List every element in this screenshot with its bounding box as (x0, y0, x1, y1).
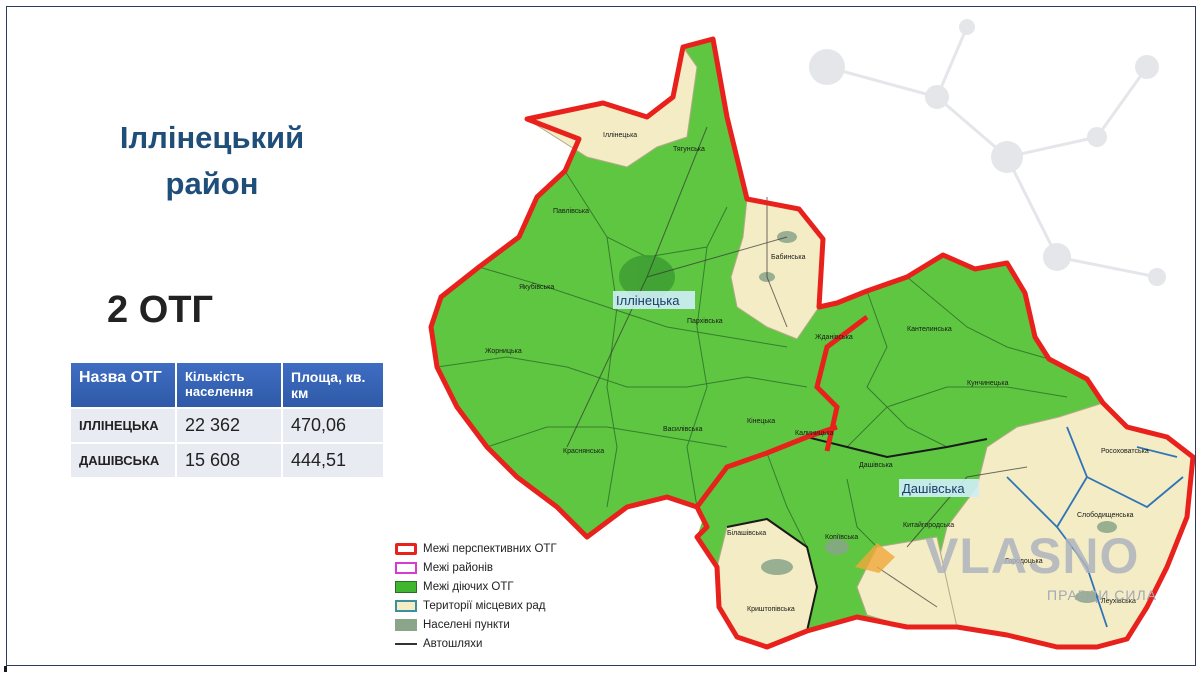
legend-swatch-green-fill (395, 580, 417, 593)
legend-label: Автошляхи (423, 637, 483, 650)
map-label-otg-dashivska: Дашівська (902, 481, 965, 496)
map-label-council: Калиницька (795, 430, 834, 437)
watermark-logo: VLASNO (925, 528, 1140, 584)
map-label-council: Краснянська (563, 448, 604, 455)
otg-table: Назва ОТГ Кількість населення Площа, кв.… (69, 361, 385, 479)
map-label-council: Дашівська (859, 461, 893, 469)
table-cell-name: ДАШІВСЬКА (71, 444, 175, 477)
map-label-council: Росоховатська (1101, 448, 1149, 455)
map-perspective-otg-border (428, 36, 1195, 650)
table-cell-name: ІЛЛІНЕЦЬКА (71, 409, 175, 442)
map-label-council: Криштопівська (747, 605, 795, 613)
table-header-name: Назва ОТГ (71, 363, 175, 407)
legend-item: Межі діючих ОТГ (395, 577, 557, 596)
slide: Іллінецька Тягунська Павлівська Якубівсь… (6, 6, 1196, 666)
map-label-council: Пархівська (687, 317, 723, 325)
map-label-council: Кантелинська (907, 326, 952, 333)
legend-swatch-red-border (395, 542, 417, 555)
legend-item: Межі перспективних ОТГ (395, 539, 557, 558)
table-row: ІЛЛІНЕЦЬКА 22 362 470,06 (71, 409, 383, 442)
map-label-council: Тягунська (673, 146, 705, 153)
legend-label: Населені пункти (423, 618, 510, 631)
otg-count-heading: 2 ОТГ (107, 289, 214, 331)
map-label-council: Слободищенська (1077, 511, 1134, 519)
watermark-tagline: ПРАВДИ СИЛА (1047, 587, 1157, 603)
map-label-council: Кунчинецька (967, 380, 1009, 387)
legend-label: Межі перспективних ОТГ (423, 542, 557, 555)
page-title-line2: район (165, 166, 259, 201)
map-label-council: Якубівська (519, 283, 554, 291)
slide-edge-mark (4, 666, 7, 672)
table-cell-population: 15 608 (177, 444, 281, 477)
legend-item: Населені пункти (395, 615, 557, 634)
map-label-council: Павлівська (553, 207, 589, 215)
table-cell-population: 22 362 (177, 409, 281, 442)
table-cell-area: 470,06 (283, 409, 383, 442)
table-cell-area: 444,51 (283, 444, 383, 477)
district-map: Іллінецька Тягунська Павлівська Якубівсь… (428, 36, 1195, 650)
map-label-council: Копіївська (825, 533, 858, 541)
map-label-council: Китайгородська (903, 521, 954, 529)
table-header-population: Кількість населення (177, 363, 281, 407)
legend-label: Межі діючих ОТГ (423, 580, 514, 593)
map-label-otg-ilinetska: Іллінецька (616, 293, 680, 308)
map-label-council: Жорницька (485, 348, 522, 355)
table-header-area: Площа, кв. км (283, 363, 383, 407)
table-row: ДАШІВСЬКА 15 608 444,51 (71, 444, 383, 477)
map-label-council: Городоцька (1005, 558, 1043, 565)
map-council-south-border (726, 517, 819, 632)
background-network-graphic (809, 19, 1166, 286)
legend-label: Території місцевих рад (423, 599, 546, 612)
legend-item: Автошляхи (395, 634, 557, 653)
page-title: Іллінецький район (97, 115, 327, 207)
legend-swatch-magenta-border (395, 561, 417, 574)
legend-swatch-teal-border (395, 599, 417, 612)
map-label-council: Василівська (663, 425, 703, 433)
legend-swatch-road-line (395, 642, 417, 645)
legend-item: Межі районів (395, 558, 557, 577)
map-label-council: Жданівська (815, 333, 853, 341)
map-label-council: Білашівська (727, 529, 766, 537)
legend-label: Межі районів (423, 561, 494, 574)
table-header-row: Назва ОТГ Кількість населення Площа, кв.… (71, 363, 383, 407)
map-label-council: Леухівська (1101, 597, 1136, 605)
map-label-council: Іллінецька (603, 131, 637, 139)
legend-swatch-grey-fill (395, 618, 417, 631)
map-label-council: Кінецька (747, 417, 775, 425)
map-label-council: Бабинська (771, 253, 806, 261)
map-legend: Межі перспективних ОТГ Межі районів Межі… (395, 539, 557, 653)
page-title-line1: Іллінецький (119, 120, 305, 155)
legend-item: Території місцевих рад (395, 596, 557, 615)
